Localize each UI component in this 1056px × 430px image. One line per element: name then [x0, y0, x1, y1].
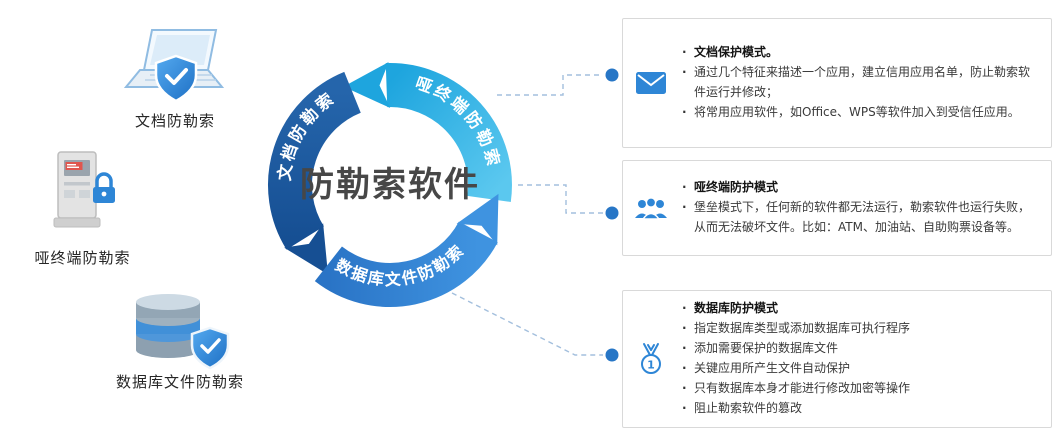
panel-bullet: 阻止勒索软件的篡改 [679, 399, 1037, 419]
left-label-document: 文档防勒索 [134, 112, 215, 130]
laptop-shield-icon [123, 29, 225, 103]
panel-document-protection: 文档保护模式。 通过几个特征来描述一个应用，建立信用应用名单，防止勒索软件运行并… [622, 18, 1052, 148]
envelope-icon [636, 72, 666, 94]
panel-bullet: 添加需要保护的数据库文件 [679, 339, 1037, 359]
connector-dot-bottom [605, 348, 619, 362]
panel-bullet: 通过几个特征来描述一个应用，建立信用应用名单，防止勒索软件运行并修改； [679, 63, 1037, 103]
wheel-segment-document [268, 71, 362, 275]
panel-title: 数据库防护模式 [679, 299, 1037, 319]
panel-bullet: 只有数据库本身才能进行修改加密等操作 [679, 379, 1037, 399]
wheel-center-title: 防勒索软件 [300, 165, 480, 205]
wheel-segment-terminal [343, 62, 512, 202]
database-shield-icon [136, 294, 230, 370]
people-icon [635, 197, 667, 220]
panel-title: 文档保护模式。 [679, 43, 1037, 63]
panel-bullet: 将常用应用软件，如Office、WPS等软件加入到受信任应用。 [679, 103, 1037, 123]
medal-number: 1 [647, 359, 655, 372]
panel-bullet: 指定数据库类型或添加数据库可执行程序 [679, 319, 1037, 339]
left-label-terminal: 哑终端防勒索 [34, 249, 131, 267]
panel-bullet: 关键应用所产生文件自动保护 [679, 359, 1037, 379]
left-label-database: 数据库文件防勒索 [115, 373, 244, 391]
panel-database-protection: 1 数据库防护模式 指定数据库类型或添加数据库可执行程序 添加需要保护的数据库文… [622, 290, 1052, 428]
panel-terminal-protection: 哑终端防护模式 堡垒模式下，任何新的软件都无法运行，勒索软件也运行失败，从而无法… [622, 160, 1052, 256]
wheel-segment-database [314, 193, 499, 307]
cycle-wheel: 文档防勒索 哑终端防勒索 数据库文件防勒索 防勒索软件 [268, 62, 512, 307]
connector-dot-middle [605, 206, 619, 220]
terminal-lock-icon [53, 151, 115, 228]
medal-icon: 1 [641, 343, 661, 374]
panel-bullet: 堡垒模式下，任何新的软件都无法运行，勒索软件也运行失败，从而无法破坏文件。比如：… [679, 198, 1037, 238]
panel-title: 哑终端防护模式 [679, 178, 1037, 198]
connector-dot-top [605, 68, 619, 82]
